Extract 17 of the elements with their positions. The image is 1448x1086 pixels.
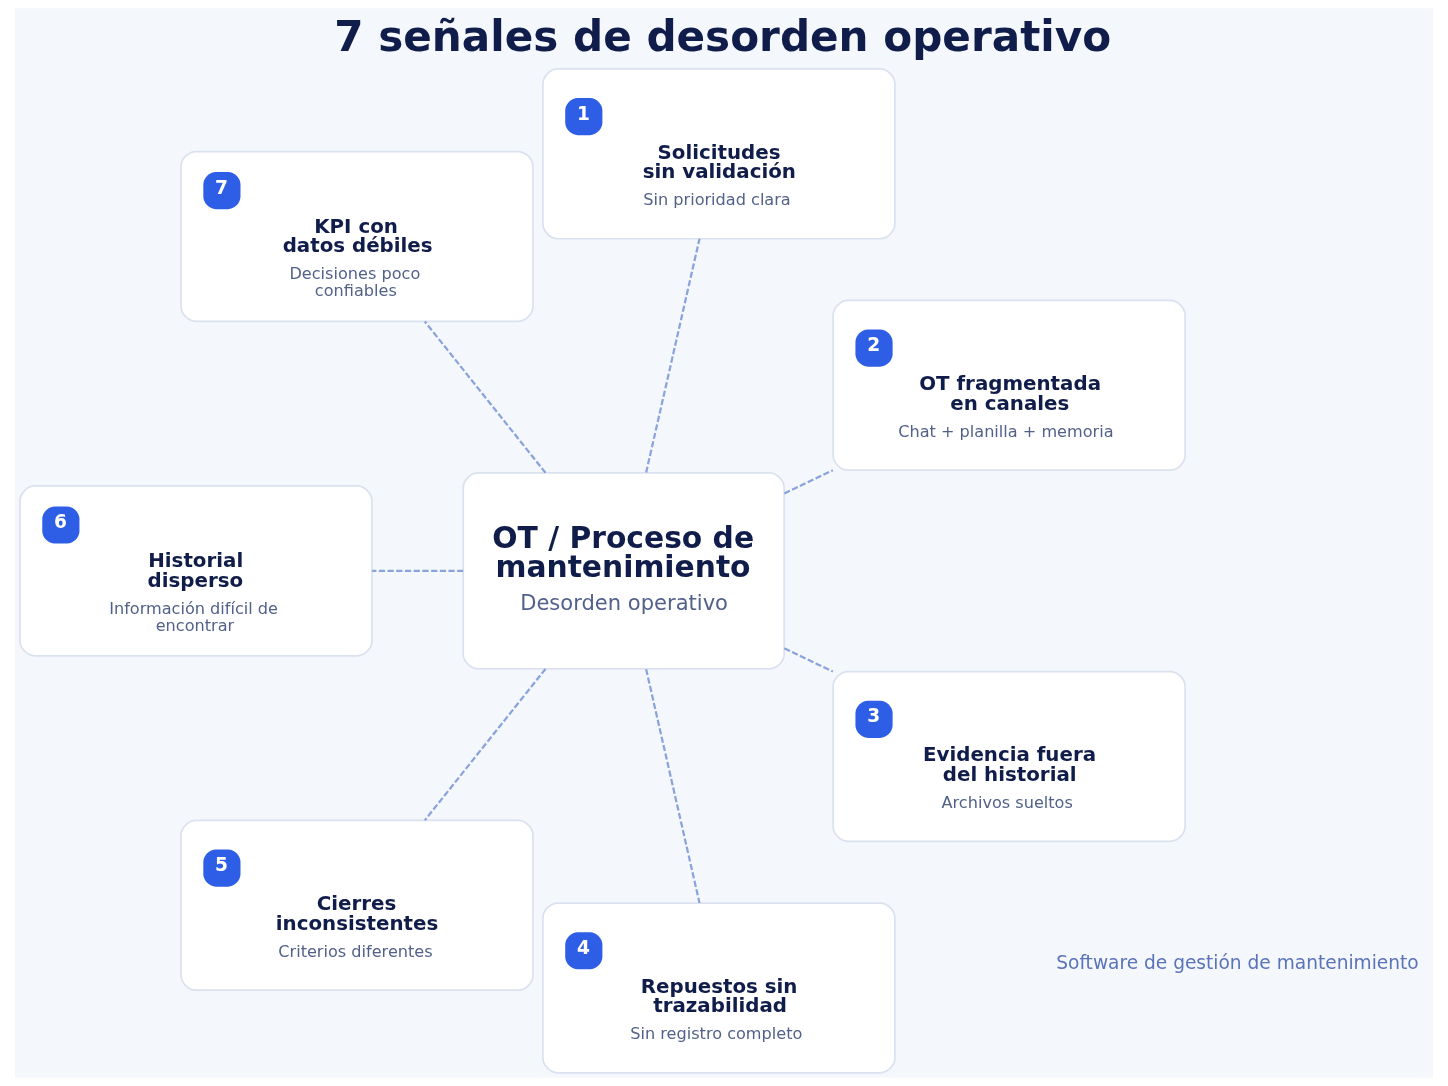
connector — [372, 569, 464, 572]
label: Software de gestión de mantenimiento — [1056, 952, 1419, 974]
node-box: OT / Proceso de mantenimiento Desorden operativo — [462, 472, 786, 670]
node-box: 1 Solicitudes sin validación Sin prioridad clara — [542, 68, 896, 240]
connector — [645, 238, 701, 473]
connector — [783, 647, 834, 673]
node-box: 7 KPI con datos débiles Decisiones poco confiables — [180, 150, 534, 323]
connector — [423, 668, 547, 821]
node-box: 3 Evidencia fuera del historial Archivos sueltos — [832, 670, 1186, 843]
connector — [645, 668, 701, 904]
node-box: 6 Historial disperso Información difícil de encontrar — [19, 485, 373, 657]
connector — [423, 320, 547, 474]
node-box: 5 Cierres inconsistentes Criterios diferentes — [180, 819, 534, 992]
node-box: 4 Repuestos sin trazabilidad Sin registro completo — [542, 902, 896, 1074]
diagram-title: 7 señales de desorden operativo — [334, 11, 1112, 61]
node-box: 2 OT fragmentada en canales Chat + planilla + memoria — [832, 299, 1186, 472]
connector — [783, 469, 834, 495]
